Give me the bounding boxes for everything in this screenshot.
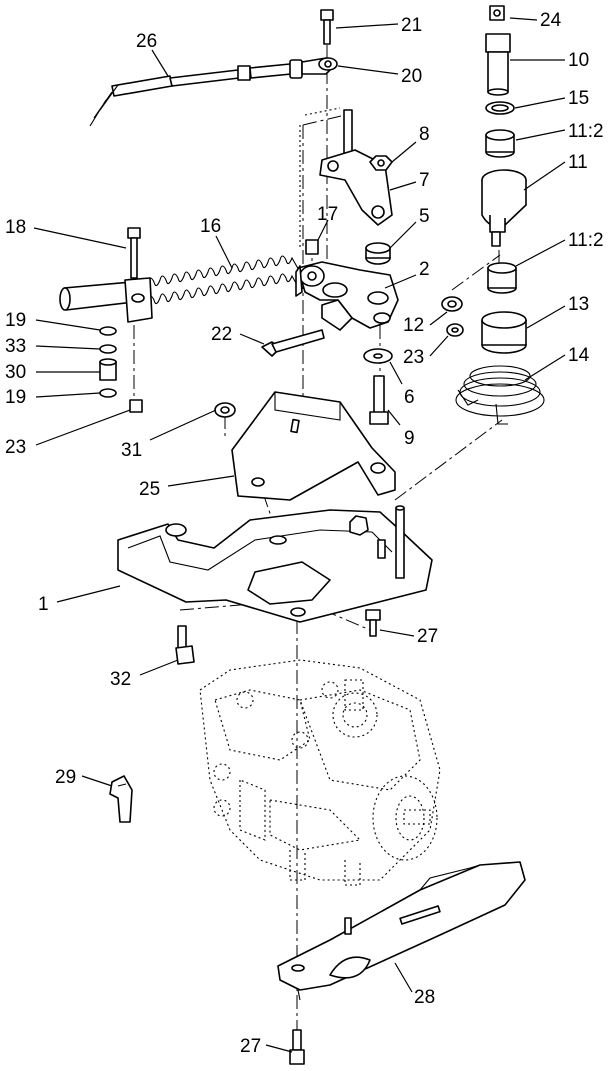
mounting-bracket	[231, 391, 396, 501]
bolt-22	[261, 329, 325, 357]
bolt-18	[127, 227, 141, 279]
callout-27-bottom: 27	[240, 1036, 261, 1057]
callout-20: 20	[401, 66, 422, 87]
callout-18: 18	[5, 217, 26, 238]
callout-17: 17	[317, 204, 338, 225]
callout-29: 29	[55, 767, 76, 788]
washer-6	[363, 348, 393, 364]
callout-33: 33	[5, 336, 26, 357]
bushing-11-2-bottom	[487, 262, 517, 294]
bushing-13	[481, 311, 527, 354]
callout-6: 6	[404, 387, 415, 408]
washer-12	[441, 296, 463, 312]
bolt-32	[175, 625, 195, 665]
callout-19-top: 19	[5, 310, 26, 331]
stud-10	[485, 33, 511, 96]
lower-bracket	[277, 861, 526, 1001]
rod-end	[59, 277, 153, 323]
base-plate	[117, 505, 433, 623]
callout-5: 5	[419, 206, 430, 227]
callout-13: 13	[568, 294, 589, 315]
callout-10: 10	[568, 50, 589, 71]
throttle-cable	[89, 57, 335, 127]
ball-joint	[318, 57, 338, 71]
callout-30: 30	[5, 362, 26, 383]
callout-16: 16	[200, 216, 221, 237]
pivot-lever	[299, 107, 393, 250]
callout-1: 1	[38, 594, 49, 615]
washer-stack	[99, 326, 143, 413]
washer-31	[214, 402, 236, 418]
callout-11: 11	[568, 152, 588, 173]
callout-21: 21	[401, 15, 422, 36]
bushing-11-2-top	[485, 129, 515, 158]
callout-12: 12	[403, 315, 424, 336]
callout-9: 9	[404, 428, 415, 449]
washer-15	[485, 101, 515, 115]
callout-11-2-bottom: 11:2	[568, 230, 604, 251]
callout-32: 32	[110, 669, 131, 690]
callout-31: 31	[121, 440, 142, 461]
screw-21	[320, 9, 334, 45]
callout-2: 2	[419, 259, 430, 280]
callout-14: 14	[568, 345, 590, 366]
callout-27-top: 27	[417, 626, 438, 647]
callout-labels: 21 26 20 24 10 15 11:2 11 11:2 13 14 8 7…	[5, 10, 604, 1057]
leader-lines	[33, 17, 566, 1053]
torsion-spring-14	[455, 365, 545, 425]
callout-25: 25	[139, 479, 160, 500]
bolt-27-bottom	[289, 1029, 305, 1065]
bolt-9	[369, 375, 389, 425]
pivot-arm-11	[481, 169, 527, 247]
callout-15: 15	[568, 88, 589, 109]
nut-24	[489, 5, 505, 21]
callout-23-right: 23	[403, 347, 424, 368]
bushing-5	[365, 242, 391, 265]
callout-19-bottom: 19	[5, 387, 26, 408]
callout-26: 26	[136, 31, 157, 52]
callout-23-left: 23	[5, 437, 26, 458]
hydro-pump	[199, 659, 441, 886]
tension-spring	[147, 255, 301, 305]
nut-23-right	[446, 323, 464, 337]
callout-8: 8	[419, 124, 430, 145]
callout-24: 24	[540, 10, 562, 31]
callout-28: 28	[414, 987, 435, 1008]
clip-29	[109, 775, 133, 823]
bolt-27-top	[365, 609, 381, 637]
spring-nut-17	[295, 239, 325, 297]
callout-22: 22	[211, 324, 232, 345]
callout-11-2-top: 11:2	[568, 121, 604, 142]
callout-7: 7	[419, 170, 430, 191]
